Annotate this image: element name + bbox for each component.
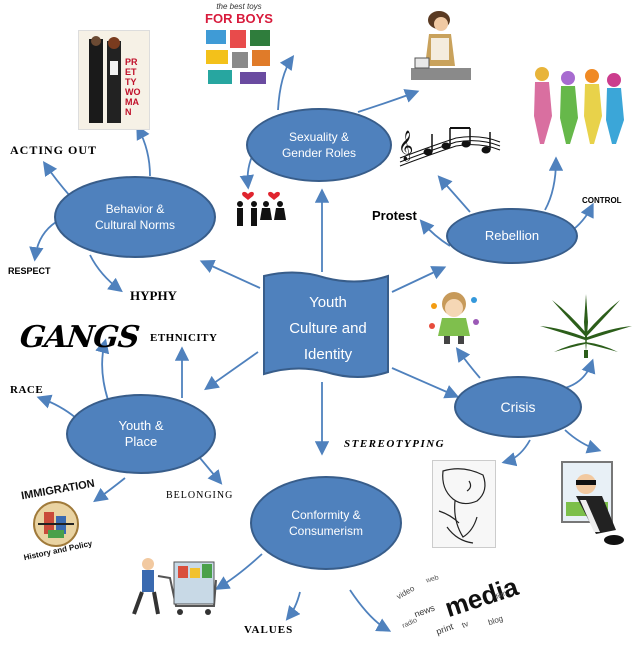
arrow-place-belonging bbox=[199, 457, 223, 485]
gangs-graffiti: GANGS bbox=[18, 320, 141, 355]
arrow-behavior-poster bbox=[136, 124, 151, 177]
arrow-conformity-media bbox=[349, 589, 392, 632]
arrow-center-behavior bbox=[199, 259, 261, 289]
arrow-crisis-girl bbox=[455, 347, 481, 379]
label-race: RACE bbox=[10, 384, 44, 396]
poster-title: PRETTY WOMAN bbox=[125, 57, 141, 117]
shopping-cart-image bbox=[128, 556, 220, 618]
label-acting-out: ACTING OUT bbox=[10, 143, 98, 157]
label-hyphy: HYPHY bbox=[130, 288, 177, 303]
media-subword: news bbox=[412, 602, 437, 620]
arrow-sexuality-toys bbox=[277, 55, 295, 111]
arrow-place-race bbox=[36, 394, 77, 419]
dancers-image bbox=[526, 60, 630, 146]
arrow-conformity-values bbox=[285, 591, 301, 621]
housewife-image bbox=[405, 8, 475, 88]
svg-text:𝄞: 𝄞 bbox=[398, 130, 413, 162]
arrow-center-crisis bbox=[391, 367, 460, 399]
couples-icon bbox=[234, 188, 288, 230]
arrow-conformity-shopper bbox=[214, 553, 263, 590]
arrow-behavior-respect bbox=[29, 221, 57, 262]
arrow-sexuality-woman bbox=[357, 89, 420, 113]
node-rebellion[interactable]: Rebellion bbox=[446, 208, 578, 264]
burglar-image bbox=[556, 460, 632, 546]
arrow-crisis-thief bbox=[564, 429, 602, 454]
label-values: VALUES bbox=[244, 624, 294, 636]
arrow-crisis-plant bbox=[564, 358, 596, 389]
arrow-rebellion-music bbox=[437, 175, 471, 213]
node-behavior-cultural-norms[interactable]: Behavior & Cultural Norms bbox=[54, 176, 216, 258]
media-subword: print bbox=[434, 621, 455, 637]
arrow-rebellion-protest bbox=[419, 219, 451, 247]
poster-figures bbox=[89, 36, 121, 123]
cartoon-girl-image bbox=[428, 288, 480, 346]
toys-title: FOR BOYS bbox=[205, 11, 273, 26]
media-subword: video bbox=[395, 583, 417, 602]
label-respect: RESPECT bbox=[8, 266, 51, 276]
stereotype-sketch-image bbox=[432, 460, 496, 548]
music-notes-image: 𝄞 bbox=[396, 122, 502, 172]
media-subword: web bbox=[425, 574, 440, 585]
media-subword: radio bbox=[401, 617, 419, 630]
node-sexuality-gender-roles[interactable]: Sexuality & Gender Roles bbox=[246, 108, 392, 182]
center-title: Youth Culture and Identity bbox=[289, 294, 367, 363]
toys-for-boys-image: the best toys FOR BOYS bbox=[202, 2, 276, 88]
toys-grid bbox=[206, 30, 270, 84]
center-banner-shape bbox=[263, 271, 389, 378]
label-protest: Protest bbox=[372, 208, 417, 223]
label-control: CONTROL bbox=[582, 196, 622, 205]
movie-poster-image: PRETTY WOMAN bbox=[78, 30, 150, 130]
arrow-center-rebellion bbox=[391, 266, 447, 293]
node-conformity-consumerism[interactable]: Conformity & Consumerism bbox=[250, 476, 402, 570]
arrow-crisis-drawing bbox=[501, 439, 531, 467]
arrow-rebellion-dancers bbox=[544, 156, 564, 211]
label-stereotyping: STEREOTYPING bbox=[344, 438, 446, 450]
label-belonging: BELONGING bbox=[166, 490, 234, 501]
label-ethnicity: ETHNICITY bbox=[150, 332, 218, 344]
media-subword: tv bbox=[460, 619, 470, 630]
immigration-badge: IMMIGRATION History and Policy bbox=[12, 478, 100, 563]
arrow-behavior-hyphy bbox=[89, 254, 123, 293]
toys-small-title: the best toys bbox=[216, 2, 262, 11]
arrow-place-gangs bbox=[95, 338, 110, 401]
arrow-center-place bbox=[204, 351, 259, 391]
leaf-image bbox=[538, 292, 634, 358]
arrow-place-immigration bbox=[93, 477, 126, 503]
node-youth-and-place[interactable]: Youth & Place bbox=[66, 394, 216, 474]
media-word: media bbox=[441, 571, 522, 623]
media-word-cloud: media video news radio web print tv blog… bbox=[392, 571, 522, 644]
arrow-behavior-acting bbox=[42, 161, 71, 197]
media-subword: blog bbox=[486, 613, 505, 628]
node-crisis[interactable]: Crisis bbox=[454, 376, 582, 438]
